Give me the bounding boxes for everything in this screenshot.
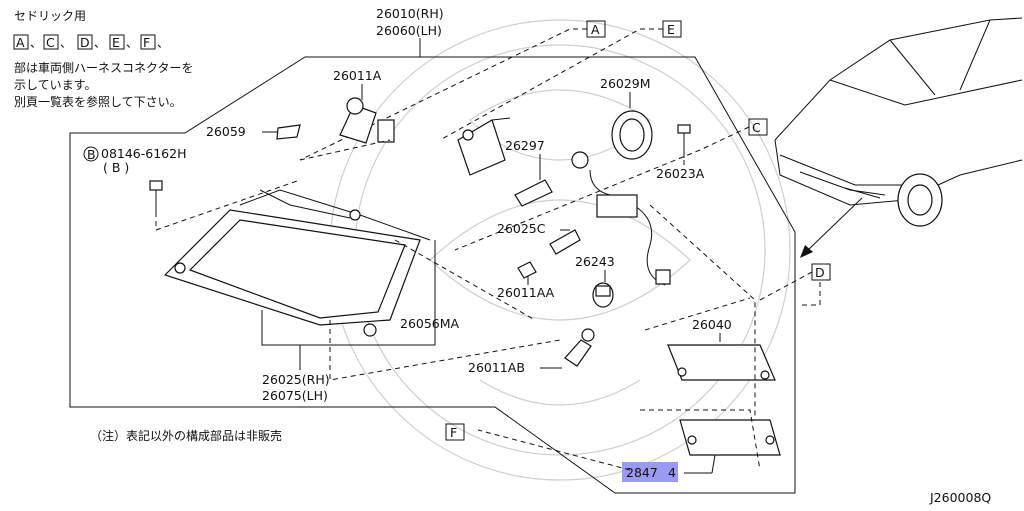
svg-text:、: 、 (94, 36, 106, 50)
label-26060: 26060(LH) (376, 23, 442, 38)
label-26011a: 26011A (333, 68, 382, 83)
callout-c: C (752, 120, 761, 135)
socket-cap-26029m-icon (611, 110, 653, 160)
svg-text:、: 、 (126, 36, 138, 50)
control-unit-28474-icon (679, 419, 781, 456)
label-28474-suffix: 4 (668, 465, 676, 480)
callout-box-f (445, 423, 465, 441)
pointer-arrow (807, 197, 863, 251)
label-26011aa: 26011AA (497, 285, 555, 300)
notes-line-4: 別頁一覧表を参照して下さい。 (14, 94, 182, 109)
label-08146: 08146-6162H (101, 146, 187, 161)
code-c: C (46, 35, 55, 50)
bulb-26011aa-icon (517, 261, 537, 279)
car-front-icon (774, 17, 1023, 227)
harness-connector-icon (571, 151, 671, 286)
label-08146-qty: ( B ) (103, 160, 129, 175)
code-box-d (77, 34, 93, 50)
assembly-frame (69, 56, 796, 494)
highlight-28474 (622, 462, 678, 482)
notes-title: セドリック用 (14, 9, 86, 23)
notes-line-2: 部は車両側ハーネスコネクターを (14, 60, 194, 75)
label-28474-highlighted: 2847 (626, 465, 658, 480)
callout-code-list: A 、 C 、 D 、 E 、 F 、 (13, 34, 169, 50)
code-box-f (140, 34, 156, 50)
socket-26243-icon (592, 282, 614, 308)
callout-d: D (815, 265, 825, 280)
label-26040: 26040 (692, 317, 732, 332)
clip-26059-icon (276, 124, 301, 140)
watermark-seal (329, 19, 791, 481)
label-26029m: 26029M (600, 76, 651, 91)
callout-a: A (591, 22, 600, 37)
code-e: E (112, 35, 120, 50)
bulb-26011ab-icon (564, 328, 595, 367)
ballast-26040-icon (667, 344, 776, 381)
code-f: F (143, 35, 150, 50)
svg-text:、: 、 (157, 36, 169, 50)
leveler-motor-icon (457, 117, 511, 176)
code-box-a (13, 34, 29, 50)
notes-block: セドリック用 A 、 C 、 D 、 E 、 F 、 部は車両側ハーネスコネクタ… (13, 9, 194, 109)
label-26056ma: 26056MA (400, 316, 460, 331)
callout-e: E (667, 22, 675, 37)
svg-text:、: 、 (30, 36, 42, 50)
footnote: （注）表記以外の構成部品は非販売 (90, 428, 282, 443)
code-a: A (16, 35, 25, 50)
pointer-arrow-head (800, 245, 813, 258)
callout-b-circle (83, 146, 99, 162)
bulb-26011a-icon (339, 97, 395, 144)
label-26023a: 26023A (656, 166, 705, 181)
label-26075: 26075(LH) (262, 388, 328, 403)
headlamp-housing-icon (163, 189, 431, 337)
notes-line-3: 示しています。 (14, 78, 96, 92)
callout-f: F (450, 425, 457, 440)
label-26059: 26059 (206, 124, 246, 139)
label-26297: 26297 (505, 138, 545, 153)
callout-b: B (87, 147, 96, 162)
bulb-26297-icon (514, 179, 553, 207)
screw-26023a-icon (677, 124, 691, 158)
label-26025: 26025(RH) (262, 372, 330, 387)
diagram-id: J260008Q (929, 490, 991, 505)
bulb-26025c-icon (549, 229, 581, 255)
code-box-e (109, 34, 125, 50)
bolt-08146-icon (149, 180, 163, 212)
label-26025c: 26025C (497, 221, 546, 236)
label-26243: 26243 (575, 254, 615, 269)
code-box-c (43, 34, 59, 50)
svg-text:、: 、 (60, 36, 72, 50)
code-d: D (80, 35, 90, 50)
label-26011ab: 26011AB (468, 360, 525, 375)
label-26010: 26010(RH) (376, 6, 444, 21)
